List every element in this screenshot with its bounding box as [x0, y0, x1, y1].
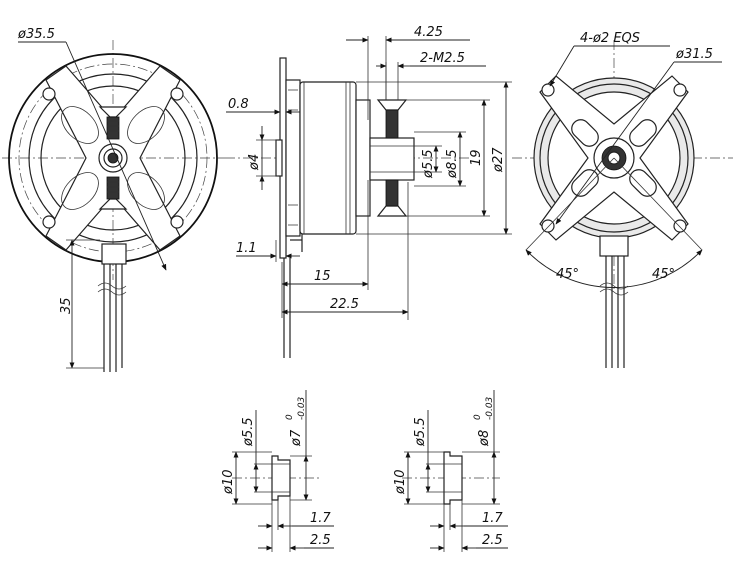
rear-mount-hole — [541, 219, 555, 233]
front-cable — [97, 243, 127, 372]
front-mount-hole — [170, 87, 184, 101]
total-length-label: 22.5 — [330, 297, 359, 312]
side-screw-top — [376, 99, 408, 139]
length-to-mount-label: 15 — [314, 269, 331, 284]
flange-thickness-label: 1.1 — [236, 241, 257, 256]
detail-b-adapter — [443, 451, 463, 505]
side-motor-bell — [299, 81, 357, 235]
shaft-diameter-label: ø4 — [247, 154, 262, 171]
detail-a: ø5.5 ø10 ø7 0 -0.03 1.7 2.5 — [221, 390, 334, 552]
mount-thickness-label: 0.8 — [228, 97, 249, 112]
detail-b-step-label: 1.7 — [482, 511, 503, 526]
rear-mount-hole — [541, 83, 555, 97]
detail-a-step-label: 1.7 — [310, 511, 331, 526]
detail-a-tol-upper: 0 — [285, 414, 295, 420]
detail-b-length-label: 2.5 — [482, 533, 503, 548]
detail-b-shoulder-label: ø8 — [477, 430, 492, 447]
detail-b-inner-label: ø5.5 — [413, 417, 428, 447]
side-view: 4.25 2-M2.5 0.8 ø4 1.1 15 22.5 — [225, 25, 512, 358]
detail-a-inner-label: ø5.5 — [241, 417, 256, 447]
detail-b-tol-upper: 0 — [473, 414, 483, 420]
holes-spec-label: 4-ø2 EQS — [580, 31, 640, 46]
rear-mount-hole — [673, 83, 687, 97]
detail-a-adapter — [271, 455, 291, 501]
detail-a-length-label: 2.5 — [310, 533, 331, 548]
mount-height-label: 19 — [469, 149, 484, 166]
rear-mount-hole — [673, 219, 687, 233]
front-view: ø35.5 35 — [2, 27, 225, 372]
angle-left-label: 45° — [556, 267, 579, 282]
front-screw-top — [98, 106, 128, 140]
front-mount-hole — [42, 215, 56, 229]
shaft-offset-label: 4.25 — [414, 25, 443, 40]
detail-a-outer-label: ø10 — [221, 470, 236, 496]
detail-b: ø5.5 ø10 ø8 0 -0.03 1.7 2.5 — [393, 390, 508, 552]
cable-length-label: 35 — [59, 297, 74, 314]
angle-right-label: 45° — [652, 267, 675, 282]
side-screw-bottom — [376, 179, 408, 217]
adapter-inner-label: ø5.5 — [421, 149, 436, 179]
detail-a-tol-lower: -0.03 — [297, 396, 307, 420]
front-outer-diameter-label: ø35.5 — [17, 27, 55, 42]
front-mount-hole — [170, 215, 184, 229]
hole-circle-label: ø31.5 — [675, 47, 713, 62]
body-diameter-label: ø27 — [491, 147, 506, 173]
side-shaft-adapter — [369, 137, 415, 181]
detail-b-tol-lower: -0.03 — [485, 396, 495, 420]
front-screw-bottom — [98, 176, 128, 210]
detail-a-shoulder-label: ø7 — [289, 429, 304, 447]
front-mount-hole — [42, 87, 56, 101]
screw-spec-label: 2-M2.5 — [420, 51, 465, 66]
rear-view: 4-ø2 EQS ø31.5 45° 45° — [512, 31, 733, 368]
adapter-outer-label: ø8.5 — [445, 149, 460, 179]
detail-b-outer-label: ø10 — [393, 470, 408, 496]
rear-cable — [599, 235, 629, 368]
